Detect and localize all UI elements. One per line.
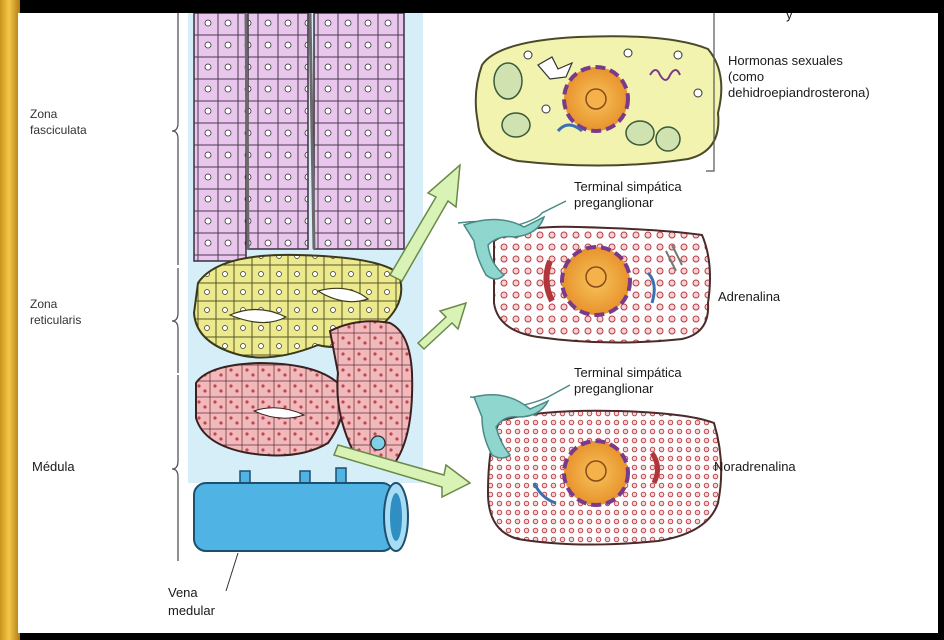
- label-medula: Médula: [32, 459, 75, 474]
- vesicle: [542, 105, 550, 113]
- label-zona-fasciculata-1: Zona: [30, 107, 57, 122]
- label-top-partial: y: [786, 13, 793, 22]
- label-zona-reticularis-1: Zona: [30, 297, 57, 312]
- label-terminal-2b: preganglionar: [574, 381, 654, 396]
- label-hormonas-2: (como: [728, 69, 764, 84]
- vein-pointer: [226, 553, 238, 591]
- brace-reticularis: [172, 268, 178, 373]
- zone-braces: [172, 13, 178, 561]
- arrow-to-adrenaline-cell: [418, 303, 466, 349]
- vein-lumen: [390, 493, 402, 541]
- mitochondrion-2: [502, 113, 530, 137]
- vesicle: [524, 51, 532, 59]
- diagram-canvas: Zona fasciculata Zona reticularis Médula…: [18, 13, 938, 633]
- capillary-line-1: [246, 13, 248, 249]
- vesicle: [674, 51, 682, 59]
- vein-tube: [194, 483, 394, 551]
- fasciculata-column-1: [194, 13, 246, 261]
- fasciculata-column-3: [314, 13, 404, 249]
- nucleolus: [586, 267, 606, 287]
- nucleolus: [586, 461, 606, 481]
- fasciculata-column-2: [248, 13, 308, 249]
- mitochondrion-3: [626, 121, 654, 145]
- sex-hormone-cell: [476, 36, 722, 165]
- vesicle: [624, 49, 632, 57]
- nucleolus: [586, 89, 606, 109]
- brace-medulla: [172, 375, 178, 561]
- vesicle: [694, 89, 702, 97]
- mitochondrion-1: [494, 63, 522, 99]
- medulla-vessel: [371, 436, 385, 450]
- label-hormonas-3: dehidroepiandrosterona): [728, 85, 870, 100]
- label-noradrenalina: Noradrenalina: [714, 459, 796, 474]
- mitochondrion-4: [656, 127, 680, 151]
- label-zona-fasciculata-2: fasciculata: [30, 123, 87, 138]
- label-vena-medular-2: medular: [168, 603, 215, 618]
- label-zona-reticularis-2: reticularis: [30, 313, 81, 328]
- label-vena-medular-1: Vena: [168, 585, 198, 600]
- brace-fasciculata: [172, 13, 178, 265]
- label-hormonas-1: Hormonas sexuales: [728, 53, 843, 68]
- adrenal-diagram: [18, 13, 938, 633]
- label-terminal-1a: Terminal simpática: [574, 179, 682, 194]
- noradrenaline-cell: [488, 411, 721, 545]
- label-terminal-1b: preganglionar: [574, 195, 654, 210]
- zona-fasciculata-tissue: [194, 13, 404, 261]
- gold-frame-border: [0, 0, 20, 640]
- label-adrenalina: Adrenalina: [718, 289, 780, 304]
- adrenaline-cell: [494, 227, 710, 343]
- label-terminal-2a: Terminal simpática: [574, 365, 682, 380]
